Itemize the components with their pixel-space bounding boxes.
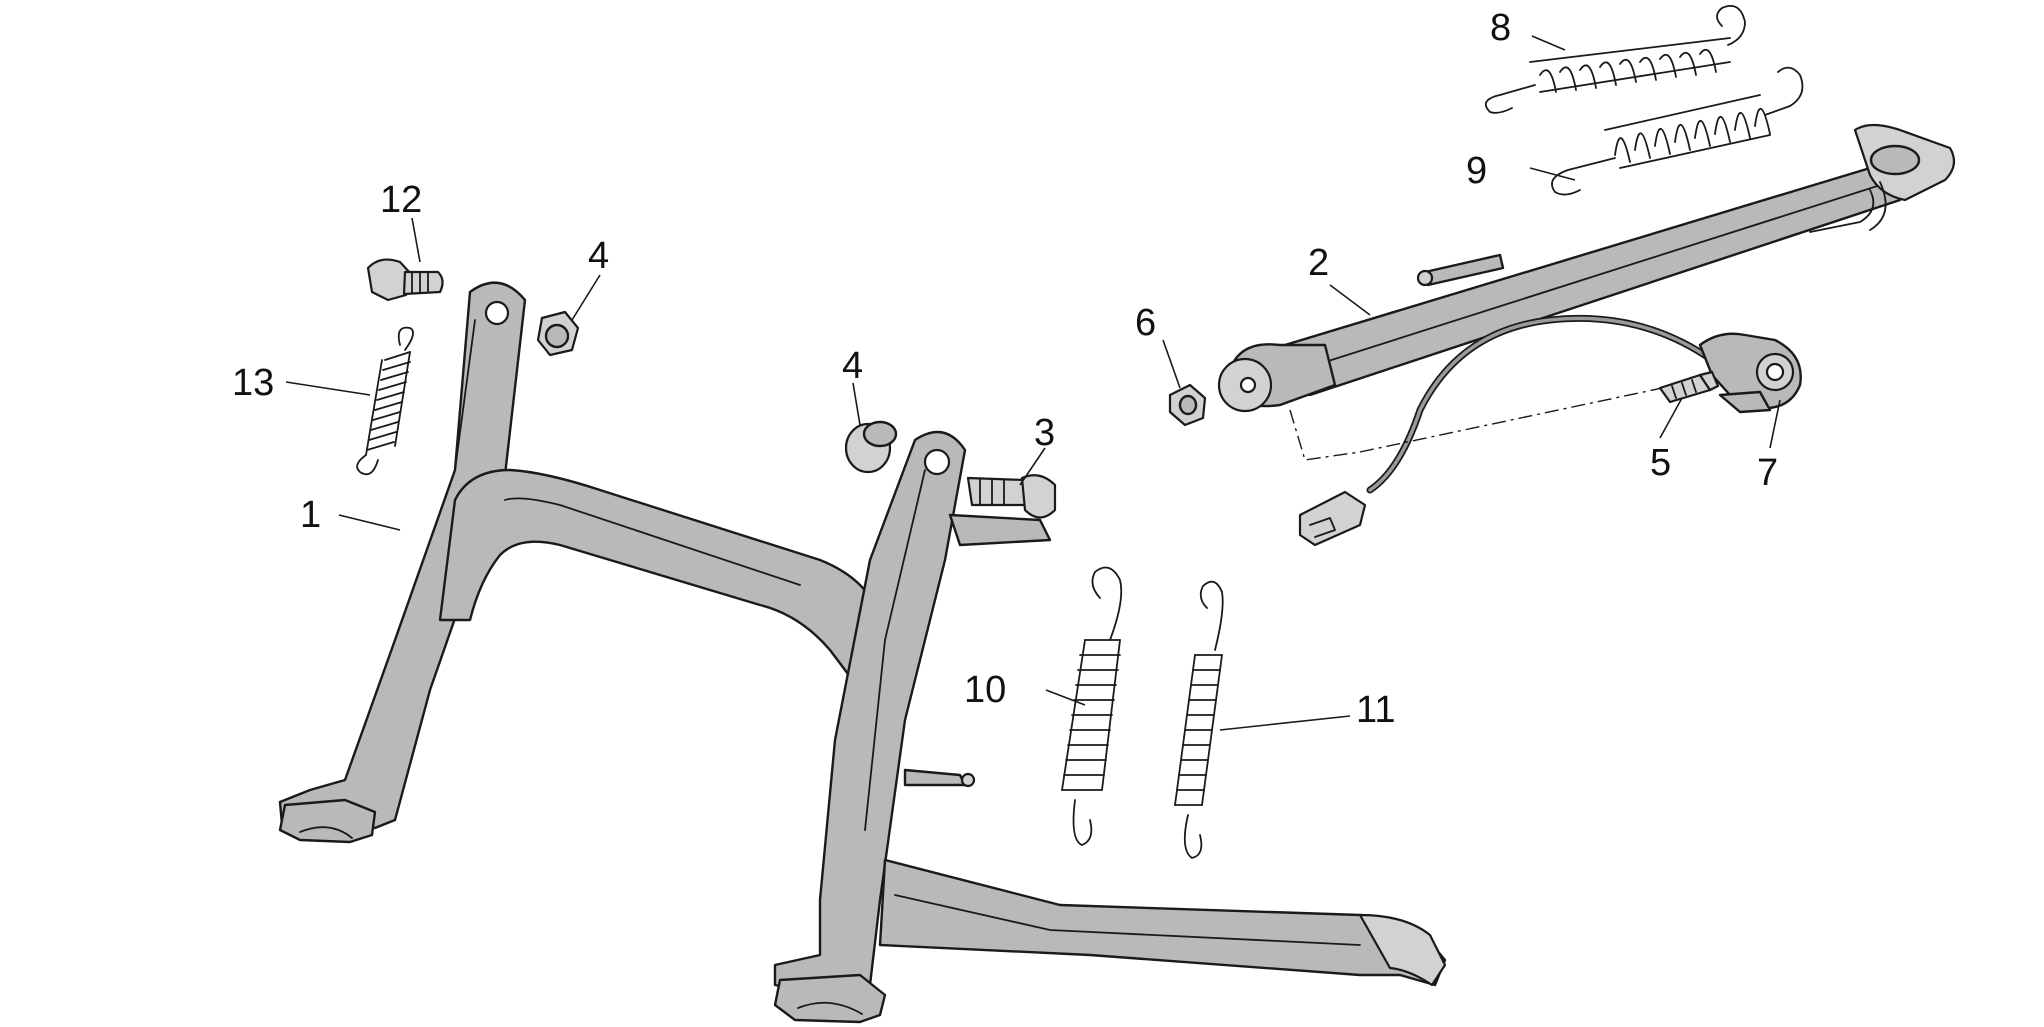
- bolt-12-part[interactable]: [366, 258, 444, 302]
- screw-5-part[interactable]: [1658, 370, 1720, 404]
- sensor-switch-part[interactable]: [1298, 314, 1802, 547]
- spring-11-part[interactable]: [1174, 580, 1224, 859]
- callout-9: 9: [1466, 150, 1487, 192]
- center-stand-part[interactable]: [278, 281, 1447, 1024]
- assembly-line: [1289, 409, 1361, 461]
- nut-4-left-part[interactable]: [536, 310, 580, 357]
- callout-8: 8: [1490, 7, 1511, 49]
- callout-4-left: 4: [588, 235, 609, 277]
- callout-1: 1: [300, 494, 321, 536]
- spring-8-part[interactable]: [1484, 4, 1746, 114]
- spring-10-part[interactable]: [1061, 566, 1123, 846]
- nut-6-part[interactable]: [1168, 383, 1207, 427]
- spring-9-part[interactable]: [1551, 66, 1804, 196]
- callout-4-center: 4: [842, 345, 863, 387]
- callout-7: 7: [1757, 452, 1778, 494]
- callout-10: 10: [964, 669, 1006, 711]
- callout-2: 2: [1308, 242, 1329, 284]
- side-stand-part[interactable]: [1217, 123, 1956, 413]
- callout-3: 3: [1034, 412, 1055, 454]
- spring-13-part[interactable]: [356, 326, 414, 476]
- callout-6: 6: [1135, 302, 1156, 344]
- assembly-line-2: [1359, 379, 1701, 453]
- callout-5: 5: [1650, 442, 1671, 484]
- bolt-3-part[interactable]: [966, 474, 1057, 519]
- washer-4-part[interactable]: [844, 420, 898, 474]
- callout-13: 13: [232, 362, 274, 404]
- callout-12: 12: [380, 179, 422, 221]
- callout-11: 11: [1356, 689, 1395, 731]
- leader-lines: [285, 35, 1781, 731]
